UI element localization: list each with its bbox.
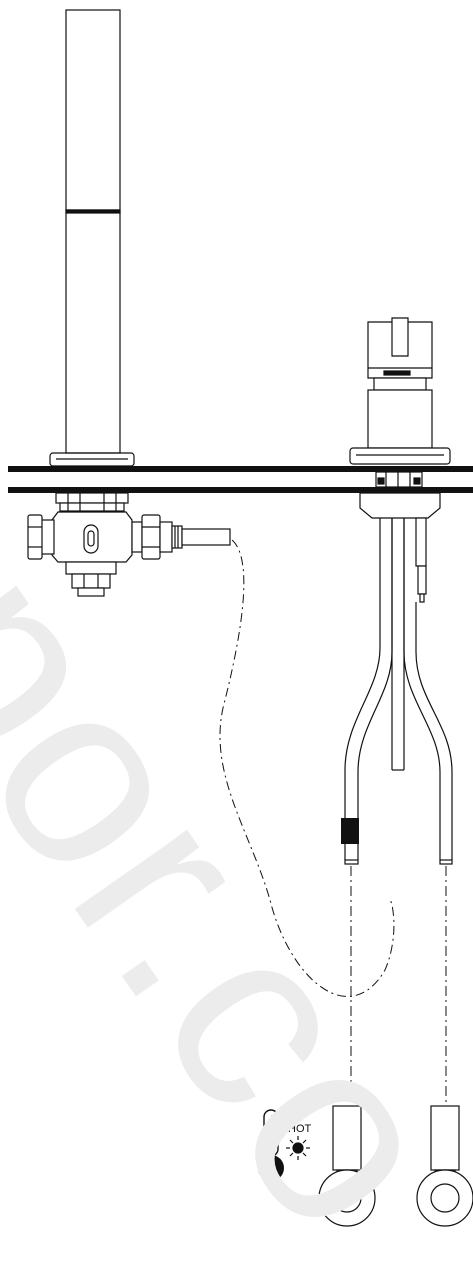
diagram-canvas: HOT [8, 9, 473, 1227]
sun-icon [286, 1136, 310, 1160]
mixer-mounting [359, 471, 441, 603]
thermostatic-valve [27, 492, 161, 597]
hot-supply-valve [318, 1105, 376, 1227]
connection-path [219, 539, 395, 997]
mixer-control [349, 317, 451, 465]
valve-outlet-hose [159, 521, 231, 553]
thermometer-icon [258, 1109, 284, 1181]
spout [49, 9, 135, 467]
vertical-connection-lines [350, 866, 447, 1105]
supply-hoses [344, 518, 453, 865]
countertop [8, 466, 473, 493]
cold-supply-valve [416, 1105, 473, 1227]
hot-hose-marker [341, 818, 359, 844]
hot-label: HOT [288, 1123, 312, 1135]
installation-diagram: tapor.co [0, 9, 473, 1283]
